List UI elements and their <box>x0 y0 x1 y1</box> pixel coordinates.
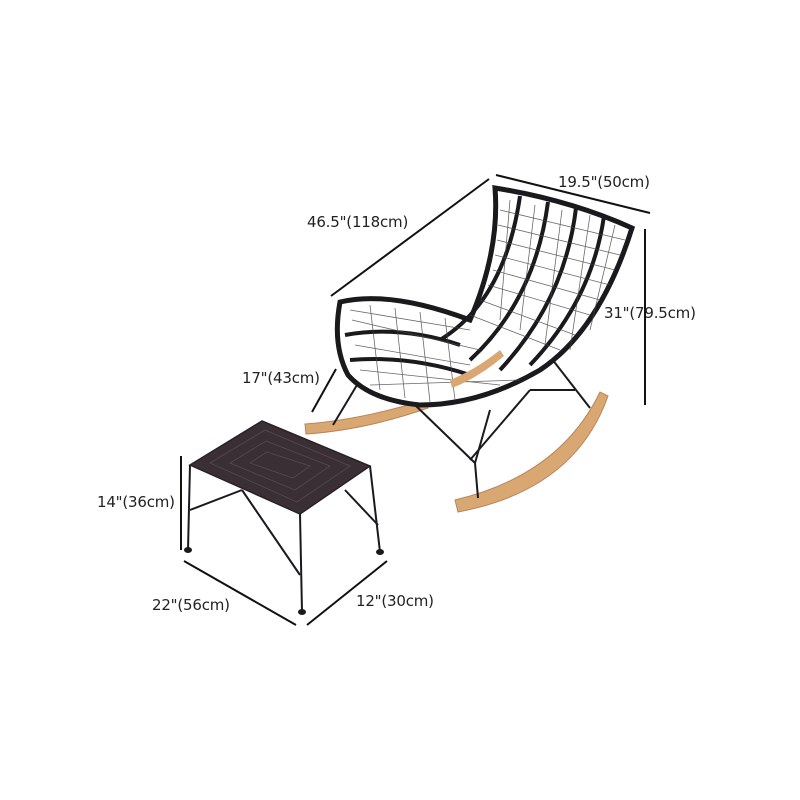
ottoman-length-dimension-line <box>183 560 297 626</box>
seat-height-label: 17"(43cm) <box>242 369 320 387</box>
ottoman <box>184 420 384 615</box>
ottoman-height-label: 14"(36cm) <box>97 493 175 511</box>
chair-shell <box>334 185 636 408</box>
width-dimension-line <box>495 174 651 214</box>
chair-depth-label: 46.5"(118cm) <box>307 213 409 231</box>
dimension-lines <box>180 174 651 626</box>
ottoman-width-dimension-line <box>306 560 388 626</box>
chair-width-label: 19.5"(50cm) <box>558 173 650 191</box>
depth-dimension-line <box>330 178 490 297</box>
chair-rockers <box>304 391 609 513</box>
ottoman-width-label: 12"(30cm) <box>356 592 434 610</box>
chair-height-label: 31"(79.5cm) <box>604 304 696 322</box>
ottoman-length-label: 22"(56cm) <box>152 596 230 614</box>
seat-height-dimension-line <box>311 368 337 413</box>
